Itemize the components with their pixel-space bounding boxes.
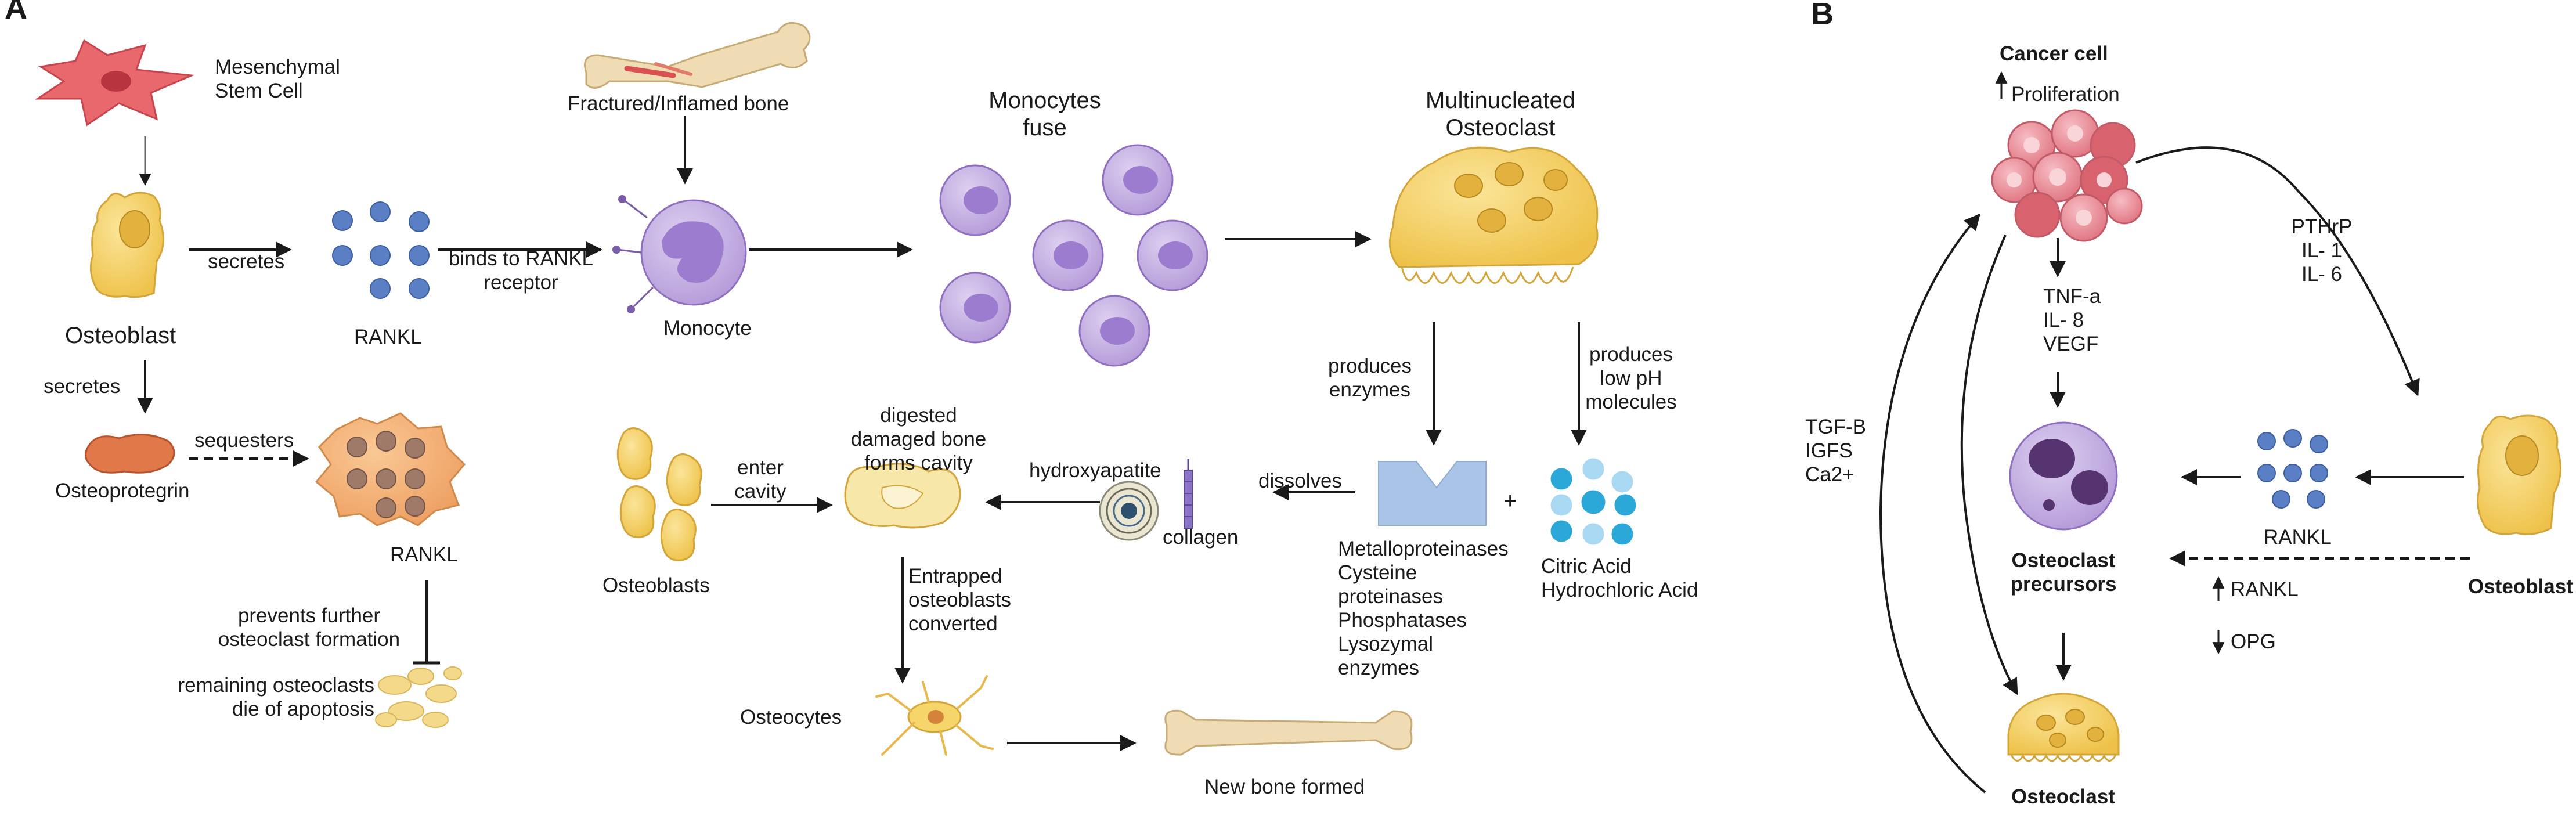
digested-bone-label: digested damaged bone forms cavity (850, 404, 987, 474)
apoptosis-label: remaining osteoclasts die of apoptosis (178, 674, 375, 720)
apoptosis-fragments-icon (375, 666, 462, 728)
sequesters-label: sequesters (194, 429, 294, 452)
monocyte-label: Monocyte (663, 317, 752, 340)
cancer-cell-label: Cancer cell (2000, 42, 2108, 65)
osteoblasts-label: Osteoblasts (602, 574, 710, 597)
fusing-monocytes-nuclei (964, 166, 1193, 345)
new-bone-icon (1164, 709, 1413, 756)
proliferation-label: Proliferation (2011, 83, 2120, 106)
osteoclast-precursors-label: Osteoclast precursors (2010, 549, 2117, 596)
osteoprotegrin-icon (85, 434, 175, 474)
rankl-label: RANKL (354, 326, 422, 348)
osteoprotegrin-label: Osteoprotegrin (55, 479, 190, 502)
multinucleated-osteoclast-label: Multinucleated Osteoclast (1426, 88, 1575, 140)
osteoclast-b-label: Osteoclast (2011, 785, 2115, 808)
osteoblast-label: Osteoblast (65, 323, 176, 348)
rankl-cluster-b-icon (2257, 429, 2328, 509)
osteoclast-b-icon (2007, 693, 2120, 762)
monocytes-fuse-label: Monocytes fuse (988, 88, 1101, 140)
opg-label: OPG (2231, 630, 2276, 653)
bone-cavity-icon (844, 463, 961, 529)
rankl-cluster-icon (332, 201, 430, 299)
osteoblast-b-icon (2477, 414, 2561, 535)
multinucleated-osteoclast-icon (1388, 146, 1599, 284)
dissolves-label: dissolves (1258, 470, 1342, 492)
enzymes-list: Metalloproteinases Cysteine proteinases … (1338, 538, 1509, 679)
secretes-label-1: secretes (208, 250, 285, 273)
osteocyte-cell-icon (875, 675, 994, 756)
prevents-formation-label: prevents further osteoclast formation (218, 604, 401, 651)
plus-sign: + (1503, 488, 1517, 514)
entrapped-label: Entrapped osteoblasts converted (908, 565, 1012, 635)
panel-b-label: B (1811, 0, 1834, 31)
hydroxyapatite-label: hydroxyapatite (1029, 459, 1161, 482)
rankl-b-label: RANKL (2264, 526, 2332, 549)
osteoblasts-group-icon (616, 427, 702, 561)
secretes-label-2: secretes (44, 375, 121, 398)
enzyme-icon (1378, 461, 1487, 526)
hydroxyapatite-collagen-icon (1099, 459, 1193, 541)
acids-list: Citric Acid Hydrochloric Acid (1541, 555, 1698, 601)
mesenchymal-stem-cell-icon (35, 39, 195, 127)
panel-a-label: A (5, 0, 27, 26)
collagen-label: collagen (1163, 526, 1239, 549)
rankl-sequestered-icon (315, 412, 466, 526)
fractured-bone-icon (584, 21, 811, 89)
acid-molecules-icon (1549, 456, 1638, 547)
enter-cavity-label: enter cavity (734, 456, 786, 503)
msc-label: Mesenchymal Stem Cell (215, 56, 340, 102)
produces-enzymes-label: produces enzymes (1328, 355, 1412, 401)
panel-a-arrows (137, 116, 1587, 751)
panel-b-arrows (1879, 71, 2470, 794)
binds-rankl-label: binds to RANKL receptor (448, 247, 594, 294)
rankl-up-label: RANKL (2231, 578, 2299, 601)
tgf-label: TGF-B IGFS Ca2+ (1805, 416, 1866, 486)
osteoclast-precursor-icon (2009, 421, 2118, 531)
new-bone-label: New bone formed (1204, 776, 1365, 798)
osteocytes-label: Osteocytes (740, 706, 842, 729)
cancer-factors-label: TNF-a IL- 8 VEGF (2043, 285, 2101, 355)
cancer-cell-nuclei (2007, 125, 2112, 226)
osteoblast-b-label: Osteoblast (2468, 575, 2573, 598)
produces-ph-label: produces low pH molecules (1585, 343, 1677, 413)
osteoblast-cell-icon (89, 192, 164, 298)
pthrp-label: PTHrP IL- 1 IL- 6 (2291, 215, 2353, 286)
monocyte-cell-icon (612, 195, 747, 313)
fractured-bone-label: Fractured/Inflamed bone (568, 92, 789, 115)
rankl-sequestered-label: RANKL (390, 543, 458, 566)
